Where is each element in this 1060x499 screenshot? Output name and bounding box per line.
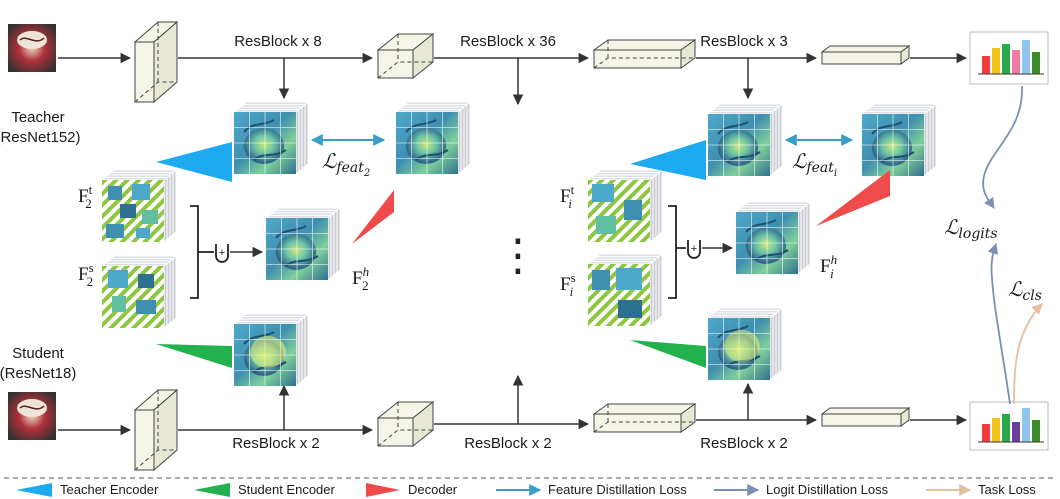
- student-stage3-label: ResBlock x 2: [700, 435, 788, 452]
- teacher-logits-histogram-icon: [969, 31, 1049, 85]
- teacher-backbone: [133, 20, 911, 104]
- fusion-operator-i: +: [687, 240, 734, 259]
- teacher-label: Teacher: [11, 109, 64, 126]
- stage-ellipsis: ⋮: [496, 230, 540, 281]
- cls-loss-label: ℒcls: [1008, 277, 1042, 304]
- teacher-masked-cube-i: [587, 169, 663, 243]
- student-feature-cube-i: [707, 307, 783, 381]
- decoder-triangle-i: [816, 170, 890, 226]
- student-backbone: [133, 388, 911, 472]
- logit-distillation-curves: [982, 85, 1023, 405]
- teacher-encoder-triangle-2: [156, 142, 232, 182]
- reconstructed-feature-cube-i: [861, 103, 937, 177]
- legend-task-loss: Task Loss: [978, 482, 1036, 497]
- legend-teacher-encoder: Teacher Encoder: [60, 482, 159, 497]
- reconstructed-feature-cube-2: [395, 101, 471, 175]
- teacher-stage3-label: ResBlock x 3: [700, 33, 788, 50]
- student-label: Student: [12, 345, 65, 362]
- decoder-triangle-2: [352, 190, 394, 244]
- student-feature-cube-2: [233, 313, 309, 387]
- teacher-feature-cube-i: [707, 103, 783, 177]
- fusion-bracket-2: [190, 205, 214, 299]
- student-stage1-label: ResBlock x 2: [232, 435, 320, 452]
- legend: Teacher Encoder Student Encoder Decoder …: [16, 482, 1036, 497]
- teacher-model-label: (ResNet152): [0, 129, 81, 146]
- fusion-bracket-i: [668, 205, 686, 299]
- legend-student-encoder-icon: [194, 483, 230, 497]
- student-masked-cube-i: [587, 253, 663, 327]
- fusion-operator-2: +: [215, 244, 264, 263]
- student-stage2-label: ResBlock x 2: [464, 435, 552, 452]
- teacher-stage1-label: ResBlock x 8: [234, 33, 322, 50]
- teacher-input-image: [8, 24, 56, 72]
- teacher-flow-arrows: [58, 52, 968, 106]
- feature-loss-i-label: ℒfeati: [792, 149, 837, 179]
- legend-feature-loss: Feature Distillation Loss: [548, 482, 687, 497]
- legend-decoder: Decoder: [408, 482, 458, 497]
- teacher-masked-cube-2: [101, 169, 177, 243]
- feature-loss-2-label: ℒfeat2: [322, 149, 370, 179]
- student-encoder-triangle-2: [156, 344, 232, 368]
- legend-logit-loss: Logit Distillation Loss: [766, 482, 889, 497]
- student-model-label: (ResNet18): [0, 365, 76, 382]
- fused-feature-cube-i: [735, 201, 811, 275]
- student-encoder-triangle-i: [630, 340, 706, 368]
- task-loss-curve: [1013, 303, 1043, 405]
- teacher-feature-cube-2: [233, 101, 309, 175]
- fused-feature-cube-2: [265, 207, 341, 281]
- logits-loss-label: ℒlogits: [944, 215, 998, 242]
- student-logits-histogram-icon: [969, 401, 1049, 451]
- student-masked-cube-2: [101, 255, 177, 329]
- svg-text:+: +: [691, 243, 697, 255]
- legend-student-encoder: Student Encoder: [238, 482, 336, 497]
- student-flow-arrows: [58, 374, 968, 436]
- legend-teacher-encoder-icon: [16, 483, 52, 497]
- svg-text:+: +: [219, 247, 225, 259]
- teacher-encoder-triangle-i: [630, 140, 706, 180]
- teacher-stage2-label: ResBlock x 36: [460, 33, 556, 50]
- legend-decoder-icon: [366, 483, 400, 497]
- student-input-image: [8, 392, 56, 440]
